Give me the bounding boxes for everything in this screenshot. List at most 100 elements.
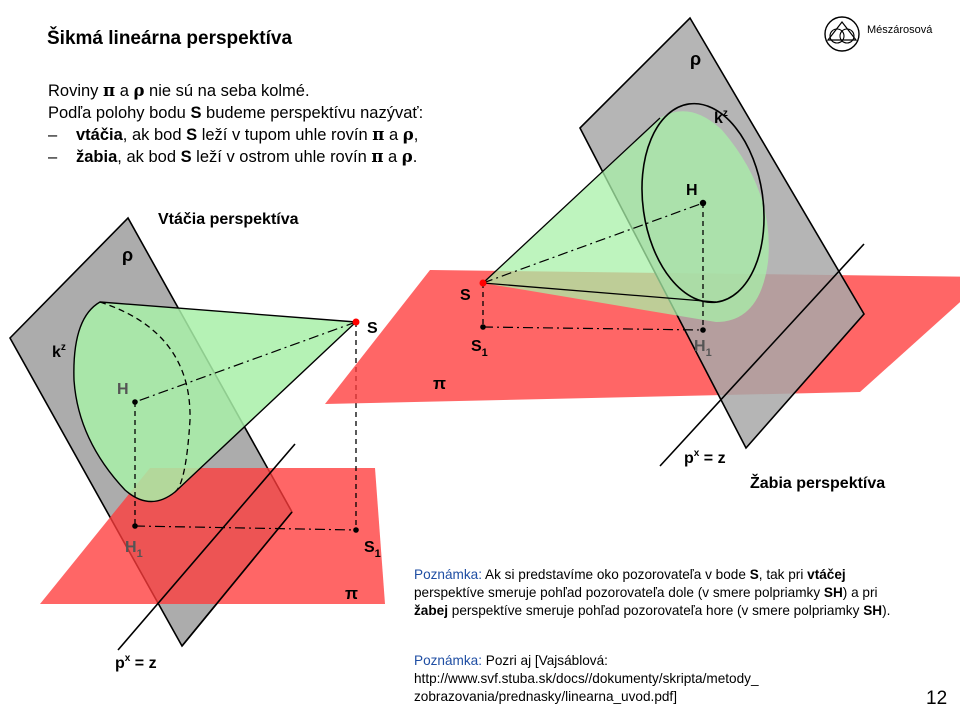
- intro-text-part: Podľa polohy bodu: [48, 104, 191, 122]
- note-bold: žabej: [414, 603, 448, 618]
- intro-text-part: a: [115, 82, 134, 100]
- note-bold: S: [749, 567, 759, 582]
- note-text: ) a pri: [842, 585, 878, 600]
- frog-circle-kz: [641, 102, 765, 304]
- frog-line-sh: [482, 202, 704, 284]
- bird-label-h1-sub: 1: [137, 548, 143, 560]
- intro-text-part: budeme perspektívu nazývať:: [201, 104, 424, 122]
- frog-label-h: H: [686, 182, 698, 199]
- note-text: perspektíve smeruje pohľad pozorovateľa …: [414, 585, 824, 600]
- bird-cone: [73, 301, 358, 503]
- bird-point-s: [352, 318, 360, 326]
- bird-label-axis-main: p: [115, 655, 125, 672]
- pi-symbol: π: [371, 147, 384, 166]
- bird-label-s1-sub: 1: [375, 548, 381, 560]
- bird-point-h1: [132, 523, 138, 529]
- frog-point-h: [699, 199, 707, 207]
- note-text: Ak si predstavíme oko pozorovateľa v bod…: [482, 567, 750, 582]
- frog-label-s: S: [460, 287, 471, 304]
- frog-label-axis-sup: x: [694, 448, 700, 459]
- note-text: ).: [882, 603, 891, 618]
- bird-line-sh: [134, 321, 357, 403]
- note-1: Poznámka: Ak si predstavíme oko pozorova…: [414, 566, 906, 620]
- bird-label-s1-main: S: [364, 539, 375, 556]
- intro-text-part: nie sú na seba kolmé.: [144, 82, 310, 100]
- intro-text-part: .: [412, 148, 418, 166]
- bird-label-s: S: [367, 320, 378, 337]
- bullet-bird: –vtáčia, ak bod S leží v tupom uhle roví…: [48, 124, 423, 146]
- intro-text-part: a: [383, 148, 402, 166]
- bird-circle-hidden-arc: [99, 301, 191, 493]
- frog-label-k: kz: [714, 108, 728, 127]
- frog-label-k-main: k: [714, 110, 723, 127]
- rho-symbol: ρ: [402, 125, 414, 144]
- pi-symbol: π: [103, 81, 116, 100]
- frog-cone-edge-top: [482, 117, 661, 284]
- frog-label-rho: ρ: [690, 49, 701, 69]
- point-s-ref: S: [190, 104, 202, 122]
- note-2: Poznámka: Pozri aj [Vajsáblová: http://w…: [414, 652, 906, 706]
- page-number: 12: [926, 688, 948, 709]
- point-s-ref: S: [180, 148, 192, 166]
- bird-label-pi: π: [345, 584, 358, 603]
- frog-label-axis: px = z: [684, 448, 726, 467]
- frog-label-h1: H1: [694, 338, 712, 359]
- frog-label-k-sup: z: [723, 108, 728, 119]
- bird-label-axis-sup: x: [125, 653, 131, 664]
- intro-text-part: a: [384, 126, 403, 144]
- frog-point-s: [479, 279, 487, 287]
- intro-line-1: Roviny π a ρ nie sú na seba kolmé.: [48, 80, 423, 102]
- bird-caption: Vtáčia perspektíva: [158, 211, 299, 228]
- intro-text: Roviny π a ρ nie sú na seba kolmé. Podľa…: [48, 80, 423, 168]
- bird-label-axis-tail: = z: [130, 655, 156, 672]
- frog-label-s1-sub: 1: [482, 347, 488, 359]
- frog-label-pi: π: [433, 374, 446, 393]
- note-label: Poznámka:: [414, 653, 483, 668]
- intro-text-part: , ak bod: [117, 148, 181, 166]
- frog-label-h1-main: H: [694, 338, 706, 355]
- note-bold: SH: [863, 603, 883, 618]
- frog-line-s1h1: [482, 326, 704, 331]
- bird-plane-pi: [40, 468, 385, 604]
- frog-label-s1: S1: [471, 338, 488, 359]
- note-reference: Pozri aj [Vajsáblová: http://www.svf.stu…: [414, 653, 759, 704]
- bird-point-s1: [353, 527, 359, 533]
- bird-label-rho: ρ: [122, 245, 133, 265]
- frog-caption: Žabia perspektíva: [750, 473, 885, 492]
- frog-label-axis-main: p: [684, 450, 694, 467]
- bird-label-k: kz: [52, 342, 66, 361]
- bird-label-k-main: k: [52, 344, 61, 361]
- frog-label-h1-sub: 1: [706, 347, 712, 359]
- frog-point-s1: [480, 324, 486, 330]
- intro-text-part: leží v ostrom uhle rovín: [191, 148, 372, 166]
- bird-line-s1h1: [134, 525, 357, 531]
- logo-icon: [824, 16, 860, 52]
- frog-cone: [483, 111, 769, 322]
- bird-label-h1: H1: [125, 539, 143, 560]
- bullet-dash: –: [48, 126, 58, 144]
- bird-term: vtáčia: [76, 126, 123, 144]
- note-bold: vtáčej: [807, 567, 846, 582]
- note-text: perspektíve smeruje pohľad pozorovateľa …: [448, 603, 864, 618]
- bird-plane-rho-edge: [181, 511, 293, 647]
- slide-title: Šikmá lineárna perspektíva: [47, 28, 293, 49]
- bird-label-h1-main: H: [125, 539, 137, 556]
- intro-text-part: Roviny: [48, 82, 104, 100]
- rho-symbol: ρ: [133, 81, 145, 100]
- bird-label-s1: S1: [364, 539, 381, 560]
- intro-text-part: ,: [413, 126, 419, 144]
- author-name: Mészárosová: [867, 24, 933, 36]
- frog-cone-edge-bottom: [482, 282, 717, 303]
- frog-label-axis-tail: = z: [699, 450, 725, 467]
- intro-text-part: leží v tupom uhle rovín: [197, 126, 373, 144]
- intro-text-part: , ak bod: [122, 126, 187, 144]
- bullet-dash: –: [48, 148, 58, 166]
- point-s-ref: S: [186, 126, 198, 144]
- bird-axis-line: [117, 443, 296, 651]
- bird-label-axis: px = z: [115, 653, 157, 672]
- bullet-frog: –žabia, ak bod S leží v ostrom uhle roví…: [48, 146, 423, 168]
- intro-line-2: Podľa polohy bodu S budeme perspektívu n…: [48, 102, 423, 124]
- pi-symbol: π: [372, 125, 385, 144]
- frog-point-h1: [700, 327, 706, 333]
